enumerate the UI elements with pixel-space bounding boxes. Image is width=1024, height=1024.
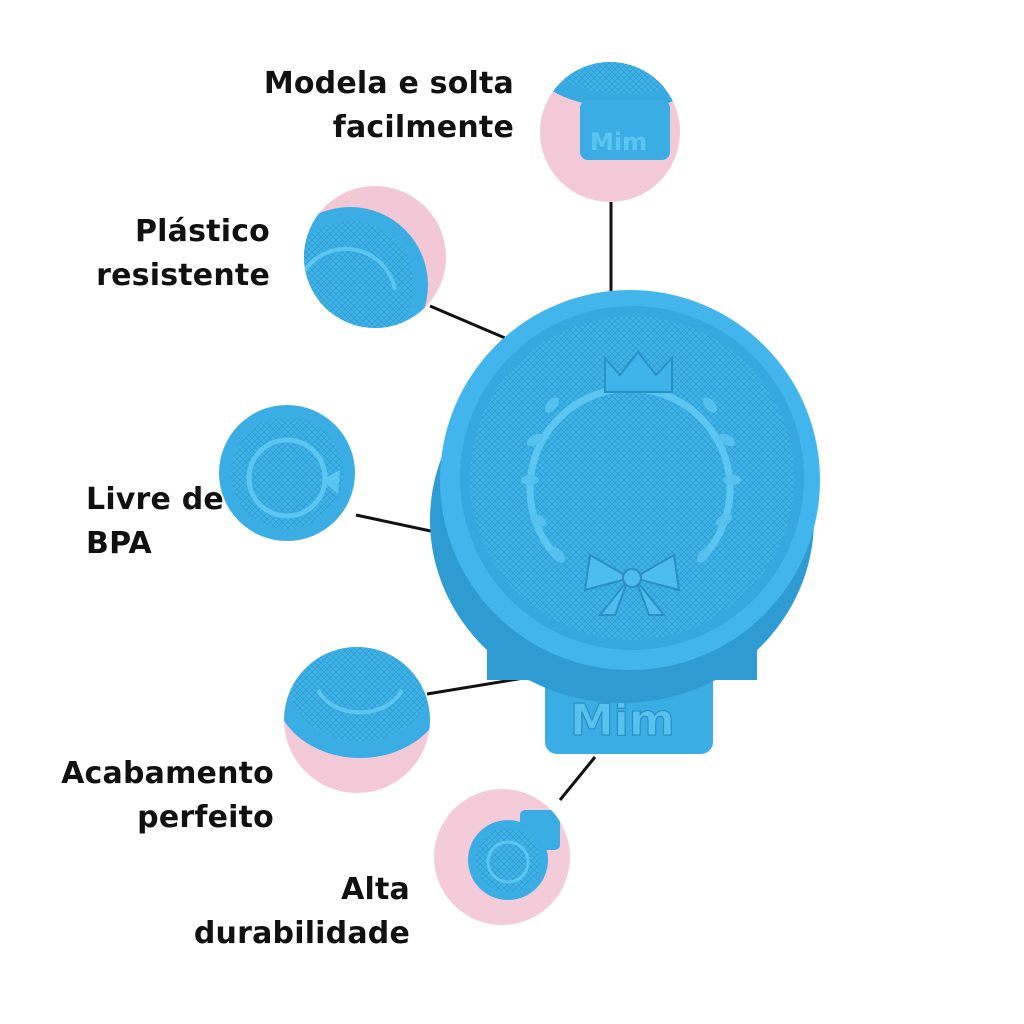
feature-5-line-1: Alta	[341, 872, 410, 907]
detail-circle-2	[304, 186, 446, 328]
feature-3-line-1: Livre de	[86, 482, 224, 517]
feature-3-line-2: BPA	[86, 526, 152, 561]
feature-1-line-2: facilmente	[332, 110, 514, 145]
stamp-tab-text: Mim	[570, 695, 675, 746]
crown-design	[604, 350, 673, 393]
feature-2-line-2: resistente	[96, 258, 270, 293]
cookie-stamp-product: Mim	[430, 290, 820, 754]
connector-line-2	[429, 304, 506, 340]
bow-design	[583, 553, 681, 616]
feature-label-2: Plástico resistente	[96, 210, 270, 298]
feature-label-4: Acabamento perfeito	[61, 752, 274, 840]
connector-line-5	[558, 756, 597, 801]
feature-4-line-1: Acabamento	[61, 756, 274, 791]
feature-label-5: Alta durabilidade	[194, 868, 410, 956]
detail-circle-1: Mim	[540, 62, 680, 202]
feature-4-line-2: perfeito	[137, 800, 274, 835]
feature-1-line-1: Modela e solta	[263, 66, 514, 101]
detail-circle-5	[434, 789, 570, 925]
svg-text:Mim: Mim	[590, 128, 647, 156]
detail-circle-4	[284, 647, 430, 793]
connector-line-3	[355, 513, 441, 535]
detail-circle-3	[219, 405, 355, 541]
feature-2-line-1: Plástico	[135, 214, 270, 249]
feature-label-3: Livre de BPA	[86, 478, 224, 566]
feature-label-1: Modela e solta facilmente	[264, 62, 514, 150]
feature-5-line-2: durabilidade	[193, 916, 410, 951]
